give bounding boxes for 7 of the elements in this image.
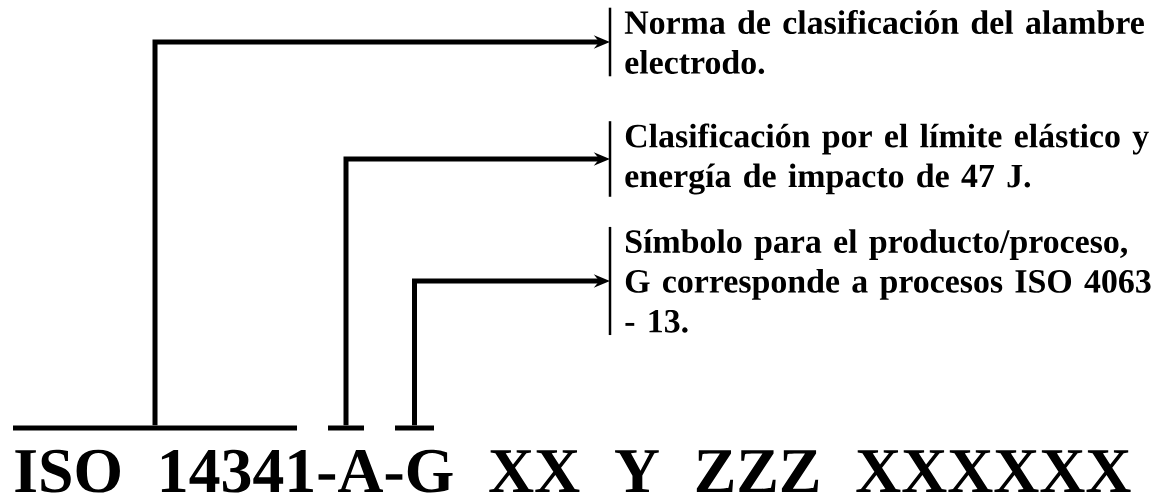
- code-designation: ISO 14341-A-G XX Y ZZZ XXXXXX: [15, 449, 1131, 493]
- description-text: Norma de clasificación del alambre electrodo.: [608, 7, 1144, 77]
- description-text: Clasificación por el límite elástico y energía de impacto de 47 J.: [608, 121, 1149, 197]
- description-text: Símbolo para el producto/proceso, G corresponde a procesos ISO 4063 - 13.: [608, 226, 1151, 336]
- bracket-bar: [13, 425, 297, 431]
- bracket-bar: [328, 425, 364, 431]
- bracket-bar: [395, 425, 434, 431]
